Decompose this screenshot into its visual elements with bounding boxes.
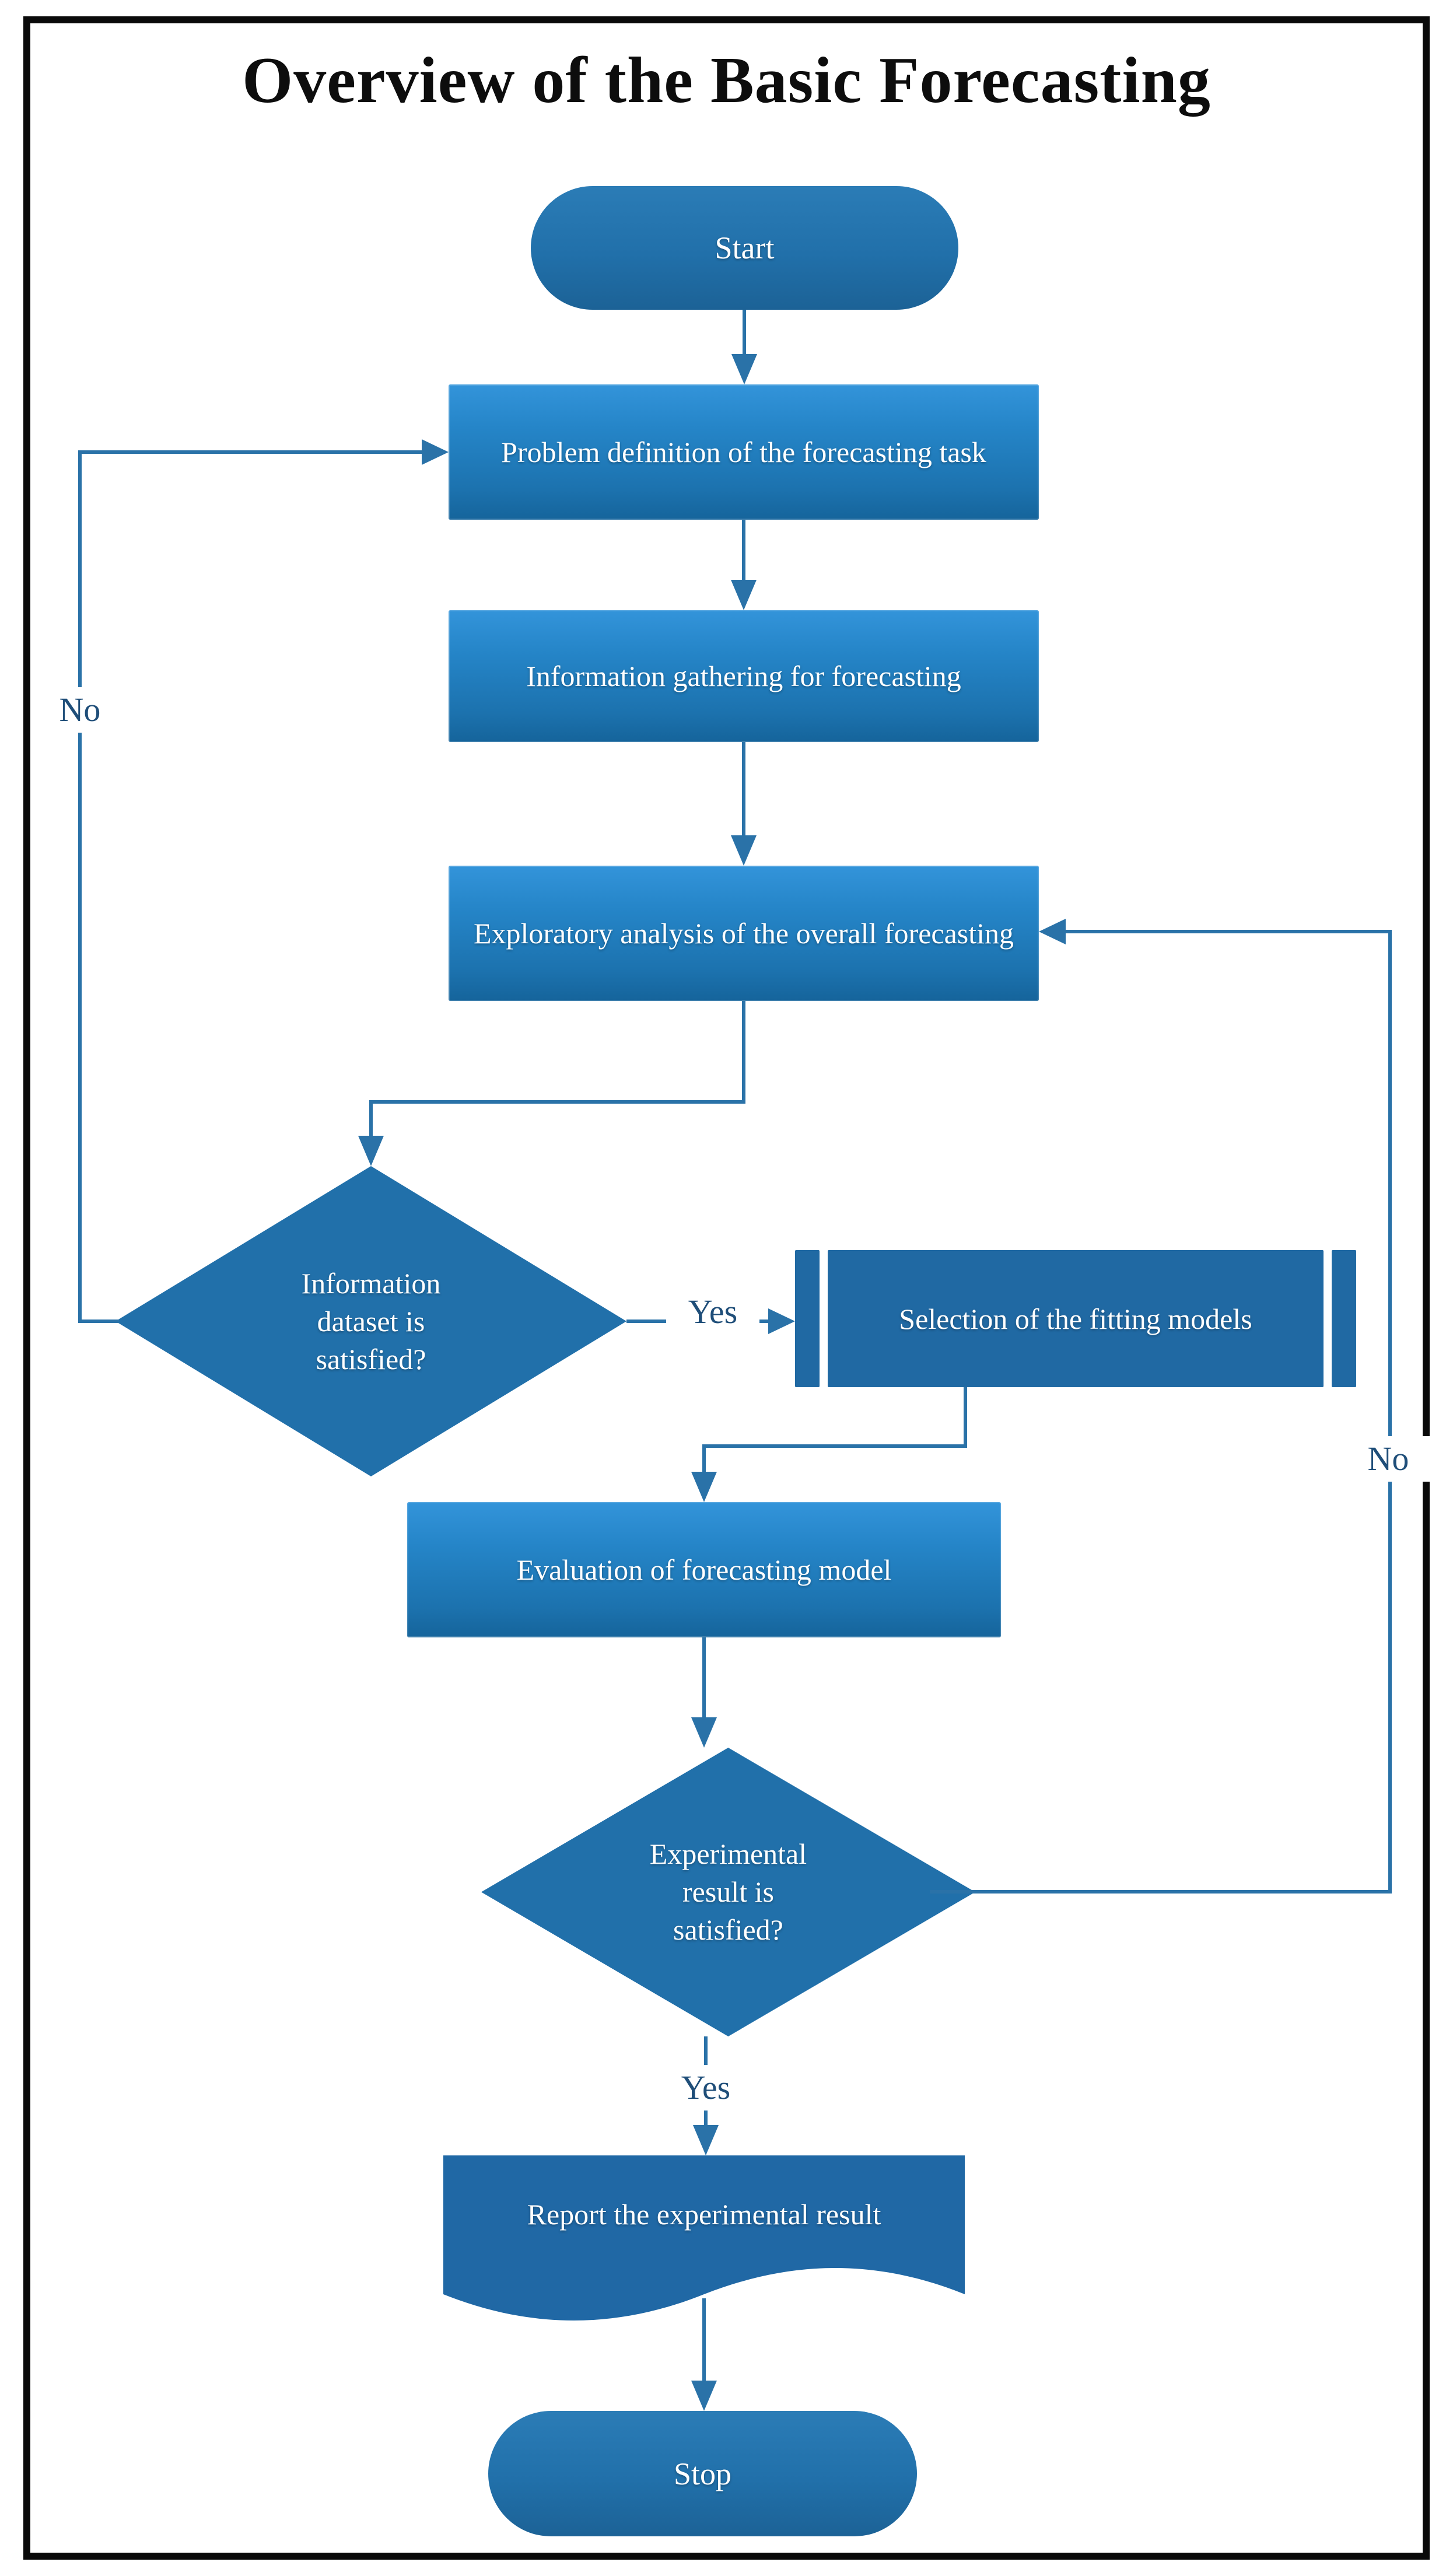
connector-selection-evaluation-v1 (964, 1387, 967, 1448)
arrowhead-exploratory-decision1 (358, 1136, 384, 1166)
terminator-stop: Stop (488, 2411, 917, 2536)
terminator-start-label: Start (715, 230, 775, 265)
process-evaluation: Evaluation of forecasting model (407, 1502, 1001, 1637)
connector-exploratory-decision1-h (369, 1100, 745, 1104)
predefined-body: Selection of the fitting models (828, 1250, 1324, 1387)
predefined-process-model-selection-label: Selection of the fitting models (899, 1302, 1252, 1335)
predefined-right-gap (1324, 1250, 1332, 1387)
terminator-stop-label: Stop (673, 2456, 732, 2491)
connector-decision2-no-h2 (1066, 930, 1392, 933)
process-exploratory-analysis-label: Exploratory analysis of the overall fore… (473, 916, 1014, 950)
document-report: Report the experimental result (443, 2155, 965, 2330)
process-problem-definition: Problem definition of the forecasting ta… (449, 384, 1039, 520)
process-problem-definition-label: Problem definition of the forecasting ta… (501, 435, 986, 468)
decision-result-satisfied-label: Experimental result is satisfied? (649, 1838, 807, 1946)
arrowhead-information-exploratory (731, 835, 757, 866)
predefined-left-gap (820, 1250, 828, 1387)
edge-label-result-no: No (1342, 1436, 1435, 1482)
arrowhead-decision2-yes-report (693, 2125, 719, 2155)
connector-selection-evaluation-h (702, 1444, 967, 1448)
arrowhead-evaluation-decision2 (691, 1717, 717, 1748)
arrowhead-problem-information (731, 580, 757, 610)
connector-decision2-no-h1 (930, 1890, 1392, 1894)
connector-information-exploratory (742, 742, 745, 838)
connector-exploratory-decision1-v2 (369, 1100, 373, 1140)
connector-exploratory-decision1-v1 (742, 1001, 745, 1104)
connector-selection-evaluation-v2 (702, 1444, 706, 1476)
edge-label-dataset-no: No (33, 687, 127, 733)
process-evaluation-label: Evaluation of forecasting model (516, 1553, 892, 1586)
decision-dataset-satisfied-label: Information dataset is satisfied? (301, 1266, 441, 1376)
document-report-label: Report the experimental result (527, 2198, 881, 2231)
terminator-start: Start (531, 186, 958, 310)
edge-label-result-yes: Yes (659, 2065, 752, 2110)
arrowhead-decision2-no-exploratory (1039, 919, 1066, 944)
connector-problem-information (742, 520, 745, 584)
connector-evaluation-decision2 (702, 1637, 706, 1722)
process-exploratory-analysis: Exploratory analysis of the overall fore… (449, 866, 1039, 1001)
predefined-process-model-selection: Selection of the fitting models (795, 1250, 1356, 1387)
arrowhead-start-problem (731, 354, 757, 384)
arrowhead-selection-evaluation (691, 1472, 717, 1502)
arrowhead-decision1-yes-selection (768, 1308, 795, 1334)
connector-decision1-no-h2 (78, 450, 423, 454)
connector-start-problem (743, 310, 746, 359)
predefined-left-bar (795, 1250, 820, 1387)
edge-label-dataset-yes: Yes (666, 1289, 759, 1335)
connector-decision2-no-v (1388, 932, 1392, 1894)
connector-report-stop (702, 2298, 706, 2386)
predefined-right-bar (1332, 1250, 1356, 1387)
arrowhead-decision1-no-problem (422, 439, 449, 465)
arrowhead-report-stop (691, 2381, 717, 2411)
document-shape (443, 2155, 965, 2320)
connector-decision1-no-h1 (78, 1320, 119, 1323)
process-information-gathering-label: Information gathering for forecasting (526, 659, 961, 692)
process-information-gathering: Information gathering for forecasting (449, 610, 1039, 742)
connector-decision1-no-v (78, 450, 82, 1323)
diagram-title: Overview of the Basic Forecasting (242, 44, 1211, 117)
